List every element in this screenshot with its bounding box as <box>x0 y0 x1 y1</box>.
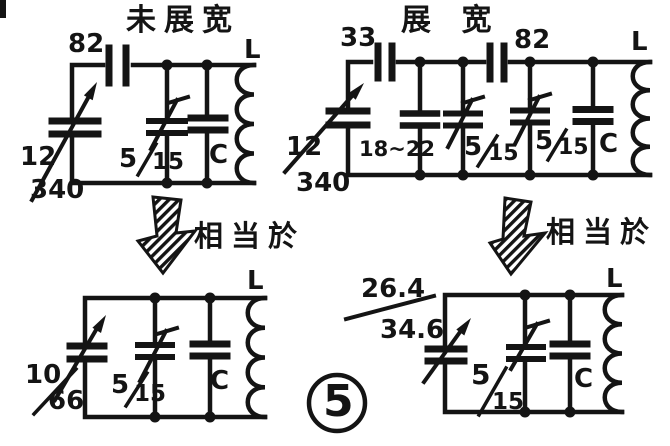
trimmer-adjust-icon <box>148 94 191 152</box>
circuit3-inductor-label: L <box>247 266 264 296</box>
junction-dot <box>587 56 599 68</box>
circuit4-inductor-label: L <box>606 264 623 294</box>
circuit2-trimmer1-min: 5 <box>464 132 483 162</box>
series-capacitor-icon <box>105 44 130 87</box>
junction-dot <box>201 177 213 189</box>
fraction-slash <box>476 365 509 418</box>
circuit2-trimmer2-min: 5 <box>535 126 554 156</box>
circuit1-trimmer-min: 5 <box>119 144 138 174</box>
junction-dot <box>524 169 536 181</box>
junction-dot <box>204 292 216 304</box>
tuning-arrow-icon <box>421 329 463 385</box>
series-capacitor-icon <box>486 42 508 83</box>
circuit2-series-cap2-value: 82 <box>514 25 551 55</box>
circuit-equivalent-widened <box>343 289 625 418</box>
trimmer-capacitor-icon <box>506 344 546 362</box>
figure-number: 5 <box>323 376 354 427</box>
circuit4-trimmer-min: 5 <box>471 358 491 391</box>
circuit3-maincap-min: 10 <box>25 360 62 390</box>
circuit-widened <box>282 42 653 181</box>
circuit2-trimmer2-max: 15 <box>558 135 589 160</box>
circuit2-inductor-label: L <box>631 27 648 57</box>
tuning-arrow-icon <box>282 93 355 175</box>
trimmer-adjust-icon <box>137 325 180 384</box>
inductor-coil-icon <box>630 59 653 178</box>
variable-capacitor-icon <box>325 107 371 129</box>
circuit1-maincap-max: 340 <box>30 175 85 205</box>
circuit-unwidened <box>29 44 257 203</box>
circuit2-fixed-cap-label: C <box>599 129 619 159</box>
circuit1-trimmer-max: 15 <box>152 149 185 175</box>
circuit1-series-cap-value: 82 <box>68 29 105 59</box>
circuit1-fixed-cap-label: C <box>209 140 229 170</box>
fraction-slash <box>343 293 437 322</box>
fixed-capacitor-icon <box>572 106 614 125</box>
tuning-arrowhead-icon <box>348 83 364 100</box>
equivalence-arrow-left-icon <box>135 195 199 276</box>
junction-dot <box>457 169 469 181</box>
circuit4-maincap-max: 34.6 <box>380 315 445 345</box>
circuit2-series-cap1-value: 33 <box>340 23 377 53</box>
inductor-coil-icon <box>245 295 268 420</box>
junction-dot <box>161 177 173 189</box>
circuit1-inductor-label: L <box>244 35 261 65</box>
junction-dot <box>149 411 161 423</box>
tuning-arrowhead-icon <box>456 318 471 336</box>
circuit4-trimmer-max: 15 <box>492 389 525 415</box>
circuit-equivalent-unwidened <box>31 292 268 423</box>
circuit4-fixed-cap-label: C <box>574 364 594 394</box>
tuning-arrowhead-icon <box>92 315 106 333</box>
junction-dot <box>519 289 531 301</box>
circuit2-title: 展 宽 <box>401 3 502 38</box>
fraction-slash <box>135 141 159 178</box>
junction-dot <box>564 289 576 301</box>
circuit1-maincap-min: 12 <box>20 142 57 172</box>
tuning-arrowhead-icon <box>83 82 97 101</box>
wire <box>345 59 653 178</box>
fixed-capacitor-icon <box>549 340 591 360</box>
trimmer-capacitor-icon <box>135 342 175 360</box>
fraction-slash <box>31 366 150 417</box>
junction-dot <box>204 411 216 423</box>
circuit3-maincap-max: 66 <box>48 386 85 416</box>
junction-dot <box>519 406 531 418</box>
junction-dot <box>587 169 599 181</box>
junction-dot <box>161 59 173 71</box>
figure-number-circle <box>306 372 368 434</box>
junction-dot <box>457 56 469 68</box>
circuit2-maincap-min: 12 <box>286 132 323 162</box>
trimmer-adjust-icon <box>445 94 486 150</box>
circuit2-maincap-max: 340 <box>296 168 351 198</box>
fraction-slash <box>475 127 569 169</box>
tuning-arrow-icon <box>52 327 99 403</box>
inductor-coil-icon <box>234 62 257 186</box>
padder-capacitor-icon <box>399 110 441 129</box>
equivalence-label-left: 相当於 <box>194 219 306 253</box>
junction-dot <box>149 292 161 304</box>
circuit4-maincap-min: 26.4 <box>361 274 426 304</box>
equivalence-arrow-right-icon <box>487 196 549 277</box>
circuit3-trimmer-max: 15 <box>134 381 167 407</box>
circuit2-trimmer1-max: 15 <box>488 141 519 166</box>
junction-dot <box>201 59 213 71</box>
junction-dot <box>414 56 426 68</box>
wire <box>69 62 257 186</box>
series-capacitor-icon <box>374 42 396 82</box>
fixed-capacitor-icon <box>187 114 229 134</box>
trimmer-adjust-icon <box>508 318 551 372</box>
equivalence-label-right: 相当於 <box>546 215 658 249</box>
circuit2-padder-value: 18~22 <box>359 137 436 161</box>
fixed-capacitor-icon <box>189 340 231 360</box>
wire <box>442 292 625 415</box>
junction-dot <box>564 406 576 418</box>
junction-dot <box>414 169 426 181</box>
circuit3-trimmer-min: 5 <box>111 370 130 400</box>
trimmer-adjust-icon <box>512 91 553 147</box>
tuning-arrow-icon <box>29 95 91 203</box>
circuit1-title: 未展宽 <box>126 3 240 38</box>
junction-dot <box>524 56 536 68</box>
inductor-coil-icon <box>602 292 625 415</box>
circuit3-fixed-cap-label: C <box>210 366 230 396</box>
